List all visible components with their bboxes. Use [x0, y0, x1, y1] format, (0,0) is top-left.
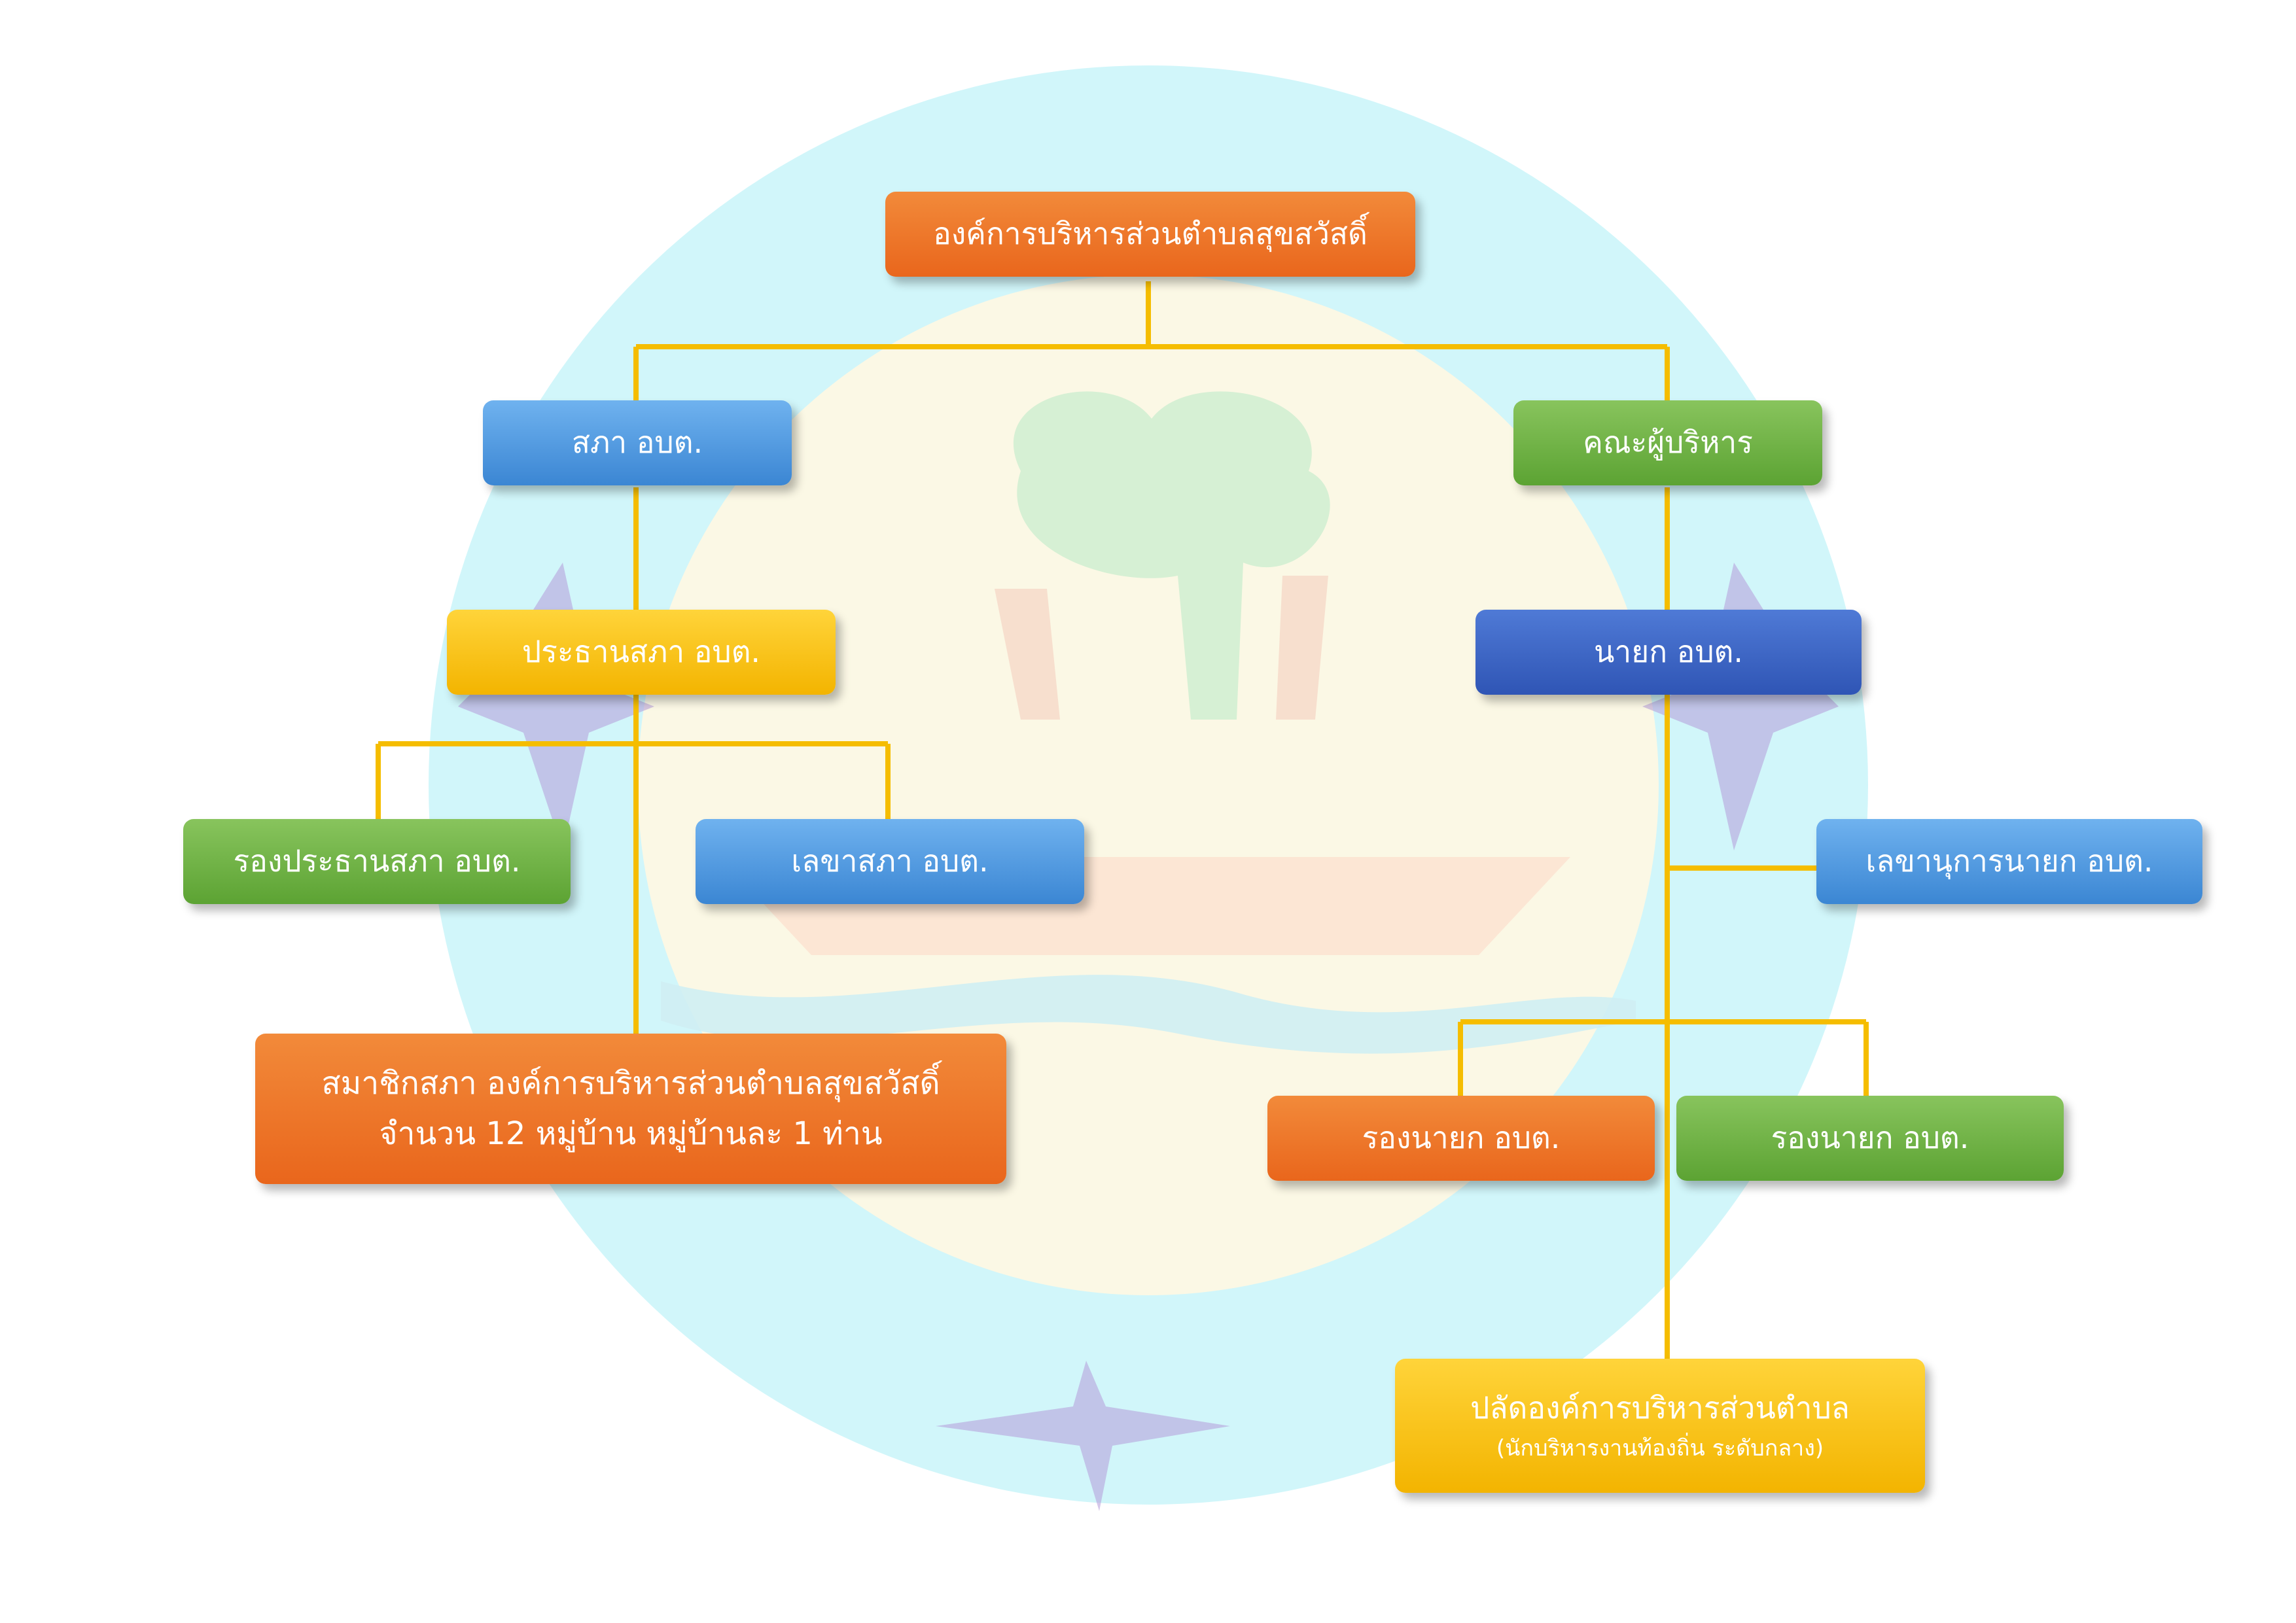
node-mayor-label: นายก อบต.: [1593, 634, 1744, 670]
node-deputy-mayor-2-label: รองนายก อบต.: [1771, 1120, 1969, 1156]
node-council-secretary-label: เลขาสภา อบต.: [791, 843, 989, 879]
node-vice-chair: รองประธานสภา อบต.: [183, 819, 571, 904]
node-council-chair-label: ประธานสภา อบต.: [521, 634, 761, 670]
node-clerk: ปลัดองค์การบริหารส่วนตำบล (นักบริหารงานท…: [1395, 1359, 1925, 1493]
node-council-members: สมาชิกสภา องค์การบริหารส่วนตำบลสุขสวัสดิ…: [255, 1034, 1006, 1184]
seal-left-bird-icon: [458, 563, 654, 850]
node-council-members-line2: จำนวน 12 หมู่บ้าน หมู่บ้านละ 1 ท่าน: [379, 1115, 883, 1152]
seal-tree-trunk-icon: [995, 576, 1328, 720]
node-mayor-secretary-label: เลขานุการนายก อบต.: [1865, 843, 2153, 879]
node-executive-label: คณะผู้บริหาร: [1583, 425, 1753, 461]
node-deputy-mayor-1-label: รองนายก อบต.: [1362, 1120, 1561, 1156]
node-mayor-secretary: เลขานุการนายก อบต.: [1816, 819, 2202, 904]
node-council: สภา อบต.: [483, 400, 792, 485]
node-root: องค์การบริหารส่วนตำบลสุขสวัสดิ์: [885, 192, 1415, 277]
seal-right-bird-icon: [1642, 563, 1839, 850]
node-council-members-line1: สมาชิกสภา องค์การบริหารส่วนตำบลสุขสวัสดิ…: [321, 1065, 940, 1102]
node-vice-chair-label: รองประธานสภา อบต.: [233, 843, 521, 879]
node-executive: คณะผู้บริหาร: [1513, 400, 1822, 485]
seal-bottom-bird-icon: [936, 1361, 1230, 1511]
node-deputy-mayor-2: รองนายก อบต.: [1676, 1096, 2064, 1181]
node-council-chair: ประธานสภา อบต.: [447, 610, 836, 695]
node-clerk-title: ปลัดองค์การบริหารส่วนตำบล: [1470, 1389, 1850, 1425]
seal-water-icon: [661, 975, 1636, 1054]
node-council-secretary: เลขาสภา อบต.: [696, 819, 1084, 904]
node-root-label: องค์การบริหารส่วนตำบลสุขสวัสดิ์: [933, 216, 1368, 252]
node-mayor: นายก อบต.: [1475, 610, 1862, 695]
node-council-label: สภา อบต.: [571, 425, 703, 461]
node-clerk-subtitle: (นักบริหารงานท้องถิ่น ระดับกลาง): [1496, 1435, 1824, 1461]
seal-tree-icon: [1013, 391, 1330, 720]
node-deputy-mayor-1: รองนายก อบต.: [1267, 1096, 1655, 1181]
